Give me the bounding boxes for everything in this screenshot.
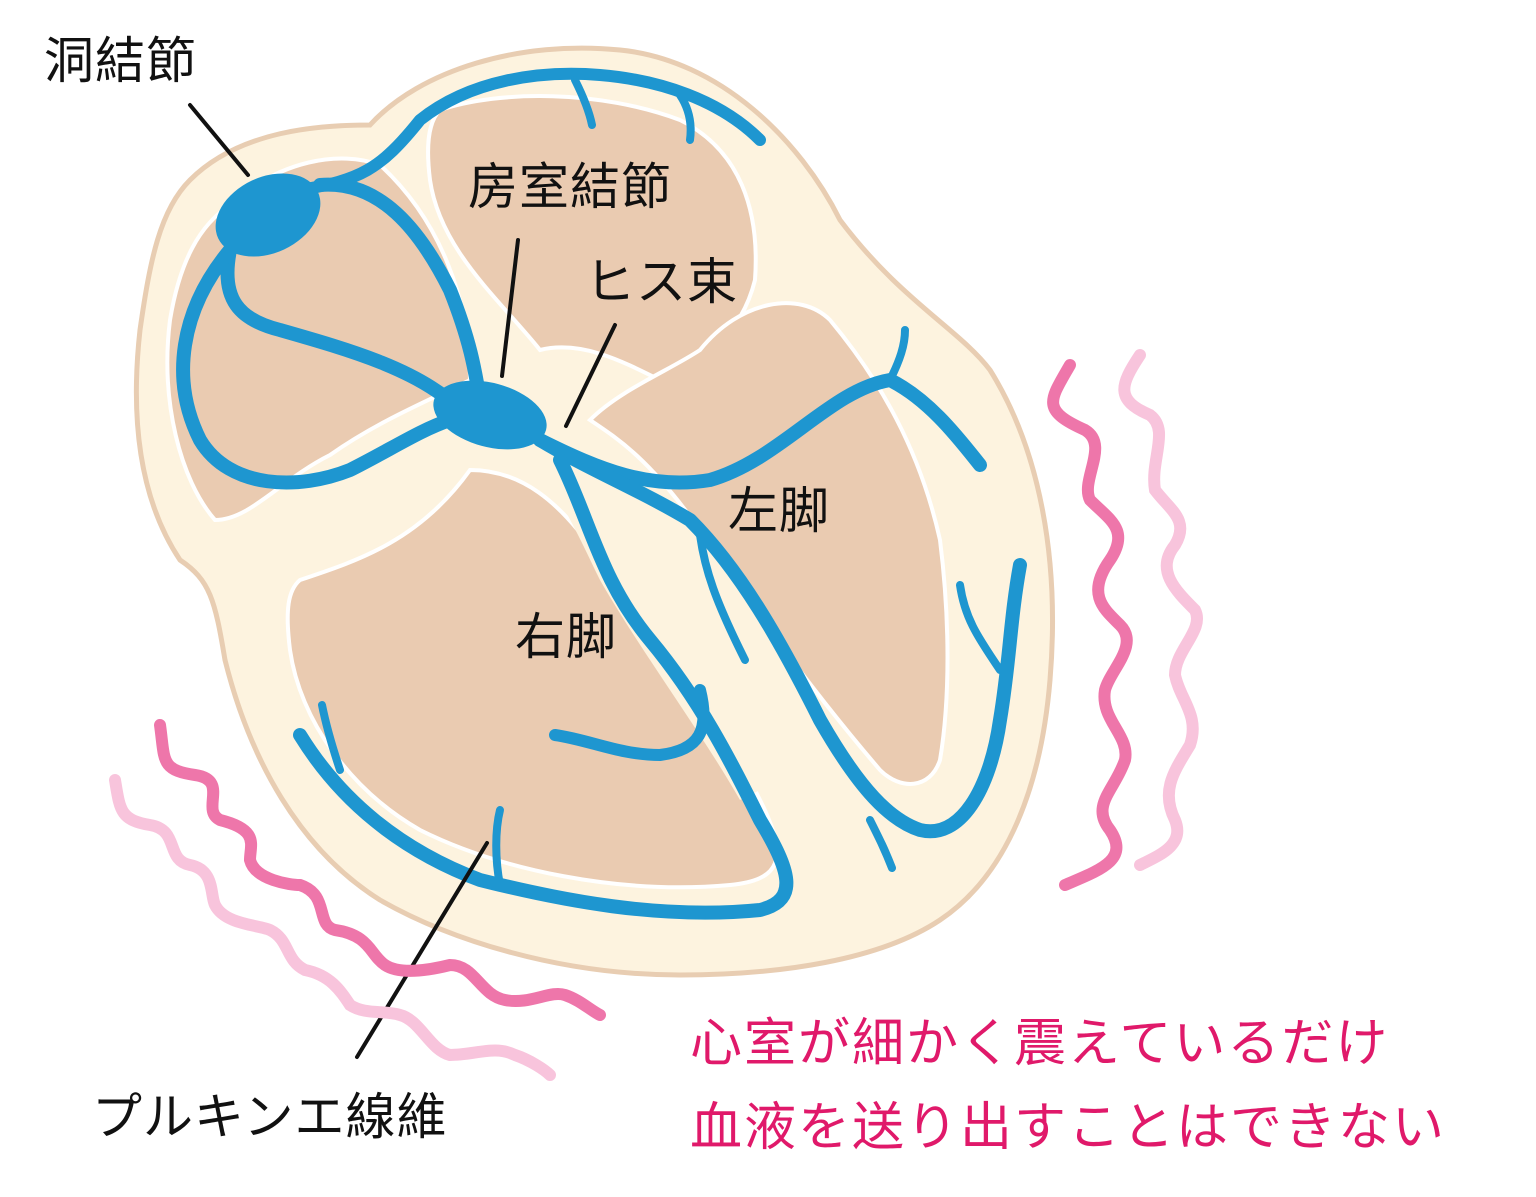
wave-right-light	[1118, 349, 1203, 871]
wave-left-dark	[154, 719, 606, 1021]
caption-line-1: 心室が細かく震えているだけ	[690, 1014, 1390, 1074]
caption-line-2: 血液を送り出すことはできない	[690, 1098, 1447, 1158]
conduction-system	[176, 67, 1027, 920]
wave-left-light	[109, 774, 556, 1081]
label-av-node: 房室結節	[468, 158, 672, 216]
label-left-bundle: 左脚	[728, 482, 830, 540]
wave-right-dark	[1047, 359, 1133, 891]
left-ventricle	[586, 301, 950, 786]
label-purkinje: プルキンエ線維	[92, 1088, 448, 1146]
label-right-bundle: 右脚	[515, 608, 617, 666]
sa-node	[215, 173, 321, 257]
leader-lines	[188, 103, 617, 1059]
label-his-bundle: ヒス束	[585, 253, 738, 311]
av-node	[433, 380, 547, 450]
label-sa-node: 洞結節	[44, 32, 197, 90]
fibrillation-waves	[109, 349, 1203, 1081]
